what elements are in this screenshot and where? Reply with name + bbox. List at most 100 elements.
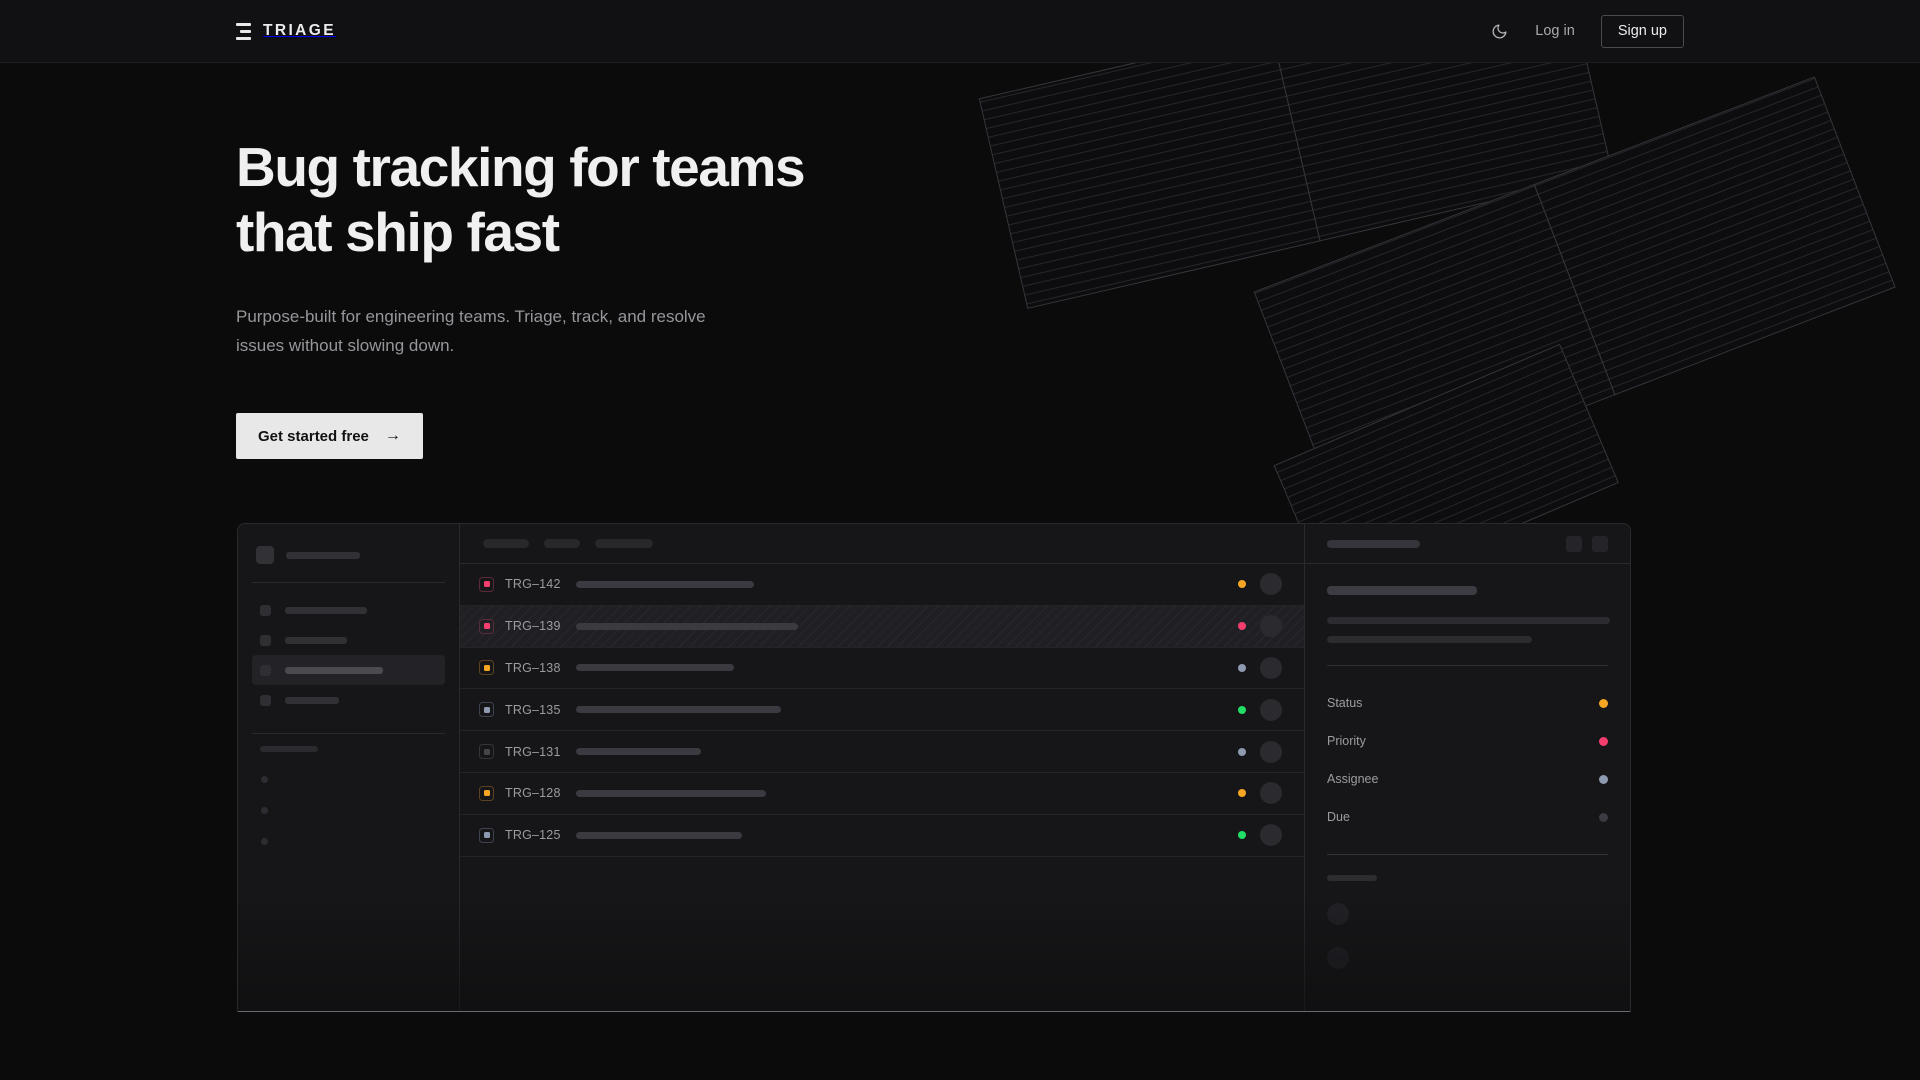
issue-row-meta <box>1238 782 1282 805</box>
table-row[interactable]: TRG–135 <box>460 689 1304 732</box>
detail-comment-avatars <box>1327 903 1608 969</box>
detail-field-label: Assignee <box>1327 772 1379 786</box>
avatar[interactable] <box>1260 615 1282 638</box>
mockup-list-toolbar <box>460 524 1304 564</box>
issue-title-placeholder <box>576 831 742 839</box>
detail-action-button-2[interactable] <box>1592 535 1608 552</box>
toolbar-control-2[interactable] <box>595 539 653 548</box>
sidebar-section-label-placeholder <box>260 746 318 752</box>
avatar[interactable] <box>1260 656 1282 679</box>
moon-icon[interactable] <box>1489 21 1509 41</box>
table-row[interactable]: TRG–138 <box>460 648 1304 690</box>
status-badge <box>1238 789 1246 798</box>
sidebar-item-label-placeholder <box>285 636 347 644</box>
detail-field-priority[interactable]: Priority <box>1327 722 1608 760</box>
toolbar-control-0[interactable] <box>483 539 529 548</box>
sidebar-item-icon <box>260 694 271 706</box>
hero-section: Bug tracking for teams that ship fast Pu… <box>0 63 1920 460</box>
detail-field-label: Priority <box>1327 734 1366 748</box>
sidebar-project-dot-2[interactable] <box>261 838 268 845</box>
issue-row-meta <box>1238 656 1282 679</box>
issue-type-icon <box>479 827 494 843</box>
issue-title-placeholder <box>576 748 701 756</box>
brand-logo[interactable]: TRIAGE <box>236 22 336 40</box>
detail-field-value-dot <box>1599 774 1608 784</box>
login-link[interactable]: Log in <box>1535 23 1575 39</box>
detail-description-line-0 <box>1327 617 1610 624</box>
issue-row-meta <box>1238 698 1282 721</box>
issue-row-meta <box>1238 824 1282 847</box>
detail-description-line-1 <box>1327 636 1532 643</box>
sidebar-project-dots <box>252 776 445 845</box>
avatar[interactable] <box>1260 782 1282 805</box>
avatar[interactable] <box>1260 698 1282 721</box>
workspace-avatar-placeholder <box>256 546 274 564</box>
status-badge <box>1238 622 1246 631</box>
detail-field-label: Status <box>1327 696 1363 710</box>
table-row[interactable]: TRG–139 <box>460 605 1304 648</box>
toolbar-control-1[interactable] <box>544 539 580 548</box>
issue-type-icon <box>479 702 494 718</box>
sidebar-project-dot-0[interactable] <box>261 776 268 783</box>
sidebar-item-label-placeholder <box>285 666 383 674</box>
comment-avatar-0[interactable] <box>1327 903 1349 925</box>
detail-description-placeholder <box>1327 617 1610 643</box>
detail-field-status[interactable]: Status <box>1327 684 1608 722</box>
nav-actions: Log in Sign up <box>1489 14 1684 48</box>
issue-id: TRG–131 <box>505 744 561 759</box>
detail-field-due[interactable]: Due <box>1327 798 1608 836</box>
detail-activity-label-placeholder <box>1327 875 1377 881</box>
mockup-sidebar <box>238 524 460 1012</box>
sidebar-item-icon <box>260 664 271 676</box>
issue-title-placeholder <box>576 580 754 588</box>
issue-type-icon <box>479 785 494 801</box>
issue-id: TRG–138 <box>505 660 561 675</box>
issue-row-meta <box>1238 615 1282 638</box>
hero-heading-line-1: Bug tracking for teams <box>236 136 806 198</box>
sidebar-item-label-placeholder <box>285 696 339 704</box>
issue-type-icon <box>479 576 494 592</box>
mockup-detail-header <box>1305 524 1630 564</box>
sidebar-divider-top <box>252 582 445 583</box>
table-row[interactable]: TRG–128 <box>460 773 1304 815</box>
issue-type-icon <box>479 744 494 760</box>
mockup-sidebar-item-2[interactable] <box>252 655 445 685</box>
table-row[interactable]: TRG–142 <box>460 564 1304 606</box>
status-badge <box>1238 747 1246 756</box>
detail-field-value-dot <box>1599 736 1608 746</box>
sidebar-project-dot-1[interactable] <box>261 807 268 814</box>
issue-id: TRG–128 <box>505 786 561 801</box>
issue-id: TRG–142 <box>505 577 561 592</box>
issue-title-placeholder <box>576 664 734 672</box>
issue-title-placeholder <box>576 789 766 797</box>
get-started-label: Get started free <box>258 427 369 445</box>
table-row[interactable]: TRG–125 <box>460 815 1304 857</box>
issue-title-placeholder <box>576 706 781 714</box>
detail-action-button-1[interactable] <box>1566 535 1582 552</box>
avatar[interactable] <box>1260 573 1282 596</box>
mockup-sidebar-item-1[interactable] <box>252 625 445 655</box>
sidebar-item-icon <box>260 634 271 646</box>
detail-field-assignee[interactable]: Assignee <box>1327 760 1608 798</box>
status-badge <box>1238 580 1246 589</box>
status-badge <box>1238 663 1246 672</box>
mockup-sidebar-item-3[interactable] <box>252 685 445 715</box>
avatar[interactable] <box>1260 740 1282 763</box>
comment-avatar-1[interactable] <box>1327 947 1349 969</box>
mockup-sidebar-item-0[interactable] <box>252 595 445 625</box>
table-row[interactable]: TRG–131 <box>460 731 1304 773</box>
detail-field-value-dot <box>1599 698 1608 708</box>
get-started-button[interactable]: Get started free → <box>236 413 423 460</box>
signup-button[interactable]: Sign up <box>1600 14 1684 48</box>
issue-title-placeholder <box>576 622 798 630</box>
issue-id: TRG–125 <box>505 828 561 843</box>
mockup-workspace-header[interactable] <box>252 540 445 564</box>
avatar[interactable] <box>1260 824 1282 847</box>
sidebar-divider-bottom <box>252 733 445 734</box>
